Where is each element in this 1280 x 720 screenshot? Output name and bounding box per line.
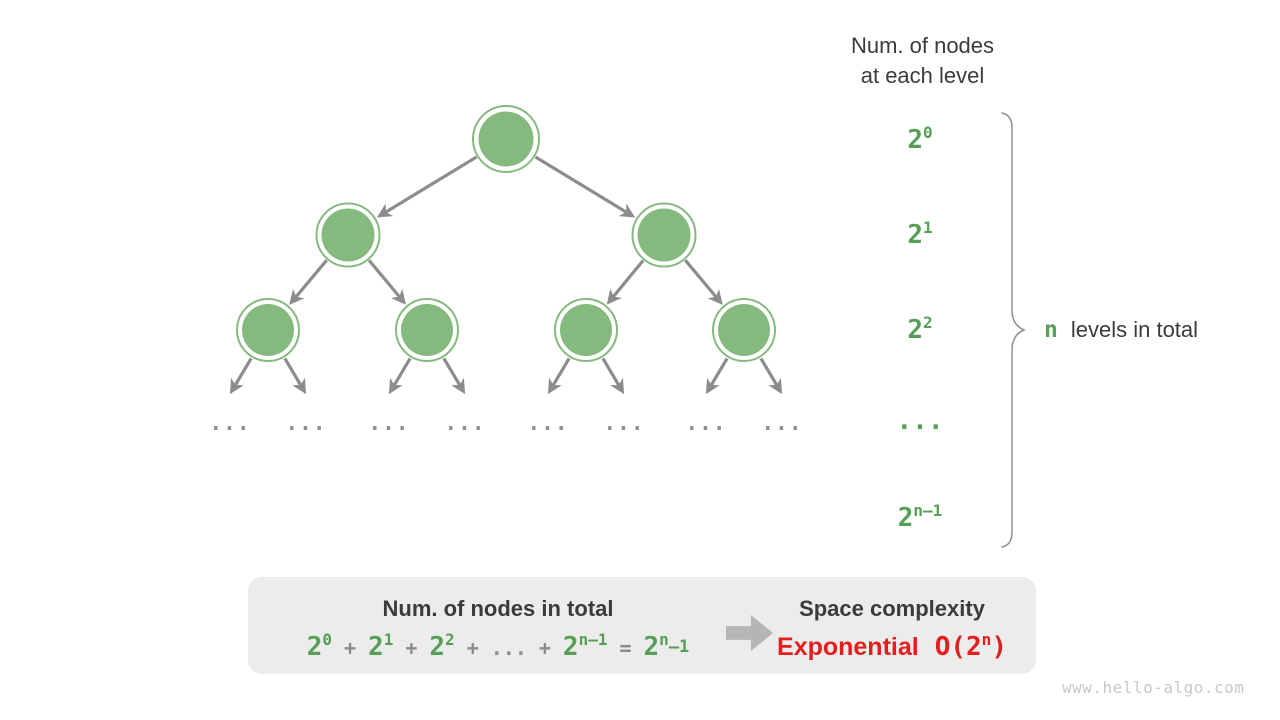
plus-sign: + (405, 636, 418, 660)
level-count-1: 21 (907, 218, 933, 251)
edge-l1l-b (367, 259, 407, 305)
tree-node (712, 298, 776, 362)
level-count-0: 20 (907, 123, 933, 156)
ellipsis-dots: ... (603, 411, 645, 435)
space-complexity-section: Space complexity Exponential O(2n) (748, 577, 1036, 664)
watermark: www.hello-algo.com (1062, 678, 1245, 697)
edge-l1l-a (289, 259, 328, 305)
edge-l2-2a (388, 357, 412, 395)
plus-sign: + (538, 636, 551, 660)
summary-box: Num. of nodes in total 20 + 21 + 22 + ..… (248, 577, 1036, 674)
header-label: Num. of nodes at each level (800, 31, 1045, 91)
plus-sign: + (344, 636, 357, 660)
edge-root-right (534, 155, 636, 218)
complexity-big-o: O(2n) (934, 630, 1007, 663)
total-nodes-section: Num. of nodes in total 20 + 21 + 22 + ..… (248, 577, 748, 665)
edge-l2-3a (547, 357, 571, 395)
tree-nodes (236, 105, 776, 362)
formula-term-2-0: 20 (306, 630, 332, 663)
edge-l2-4a (705, 357, 729, 395)
brace (1001, 112, 1026, 548)
tree-edges (229, 155, 783, 395)
ellipsis-dots: ... (209, 411, 251, 435)
header-line1: Num. of nodes (850, 33, 995, 58)
brace-label-n: n (1044, 317, 1058, 343)
total-nodes-formula: 20 + 21 + 22 + ... + 2n–1 = 2n–1 (248, 630, 748, 665)
complexity-word: Exponential (777, 633, 919, 661)
edge-l2-3b (601, 357, 625, 395)
tree-node-root (472, 105, 540, 173)
formula-term-2-1: 21 (368, 630, 394, 663)
level-count-n-1: 2n–1 (897, 501, 943, 534)
complexity-result: Exponential O(2n) (748, 630, 1036, 664)
ellipsis-dots: ... (285, 411, 327, 435)
total-nodes-title: Num. of nodes in total (382, 596, 614, 621)
edge-l2-1a (229, 357, 253, 395)
equals-sign: = (619, 636, 632, 660)
ellipsis-dots: ... (761, 411, 803, 435)
tree-node (631, 202, 697, 268)
edge-l2-1b (283, 357, 307, 395)
edge-l2-4b (759, 357, 783, 395)
tree-node (315, 202, 381, 268)
formula-term-2-n-1: 2n–1 (562, 630, 608, 663)
plus-sign: + (466, 636, 479, 660)
edge-l1r-a (606, 259, 645, 305)
ellipsis-dots: ... (527, 411, 569, 435)
formula-result: 2n–1 (643, 630, 690, 663)
tree-node (236, 298, 300, 362)
ellipsis-dots: ... (444, 411, 486, 435)
tree-node (554, 298, 618, 362)
level-count-ellipsis: ... (896, 406, 944, 436)
header-line2: at each level (860, 63, 985, 88)
ellipsis-dots: ... (685, 411, 727, 435)
space-complexity-title: Space complexity (799, 596, 985, 621)
edge-l2-2b (442, 357, 466, 395)
brace-label: n levels in total (1044, 317, 1198, 343)
edge-l1r-b (684, 259, 723, 305)
level-count-2: 22 (907, 313, 933, 346)
edge-root-left (376, 155, 478, 218)
formula-ellipsis: ... (490, 636, 527, 660)
formula-term-2-2: 22 (429, 630, 455, 663)
tree-node (395, 298, 459, 362)
brace-label-text: levels in total (1070, 317, 1199, 342)
ellipsis-dots: ... (368, 411, 410, 435)
